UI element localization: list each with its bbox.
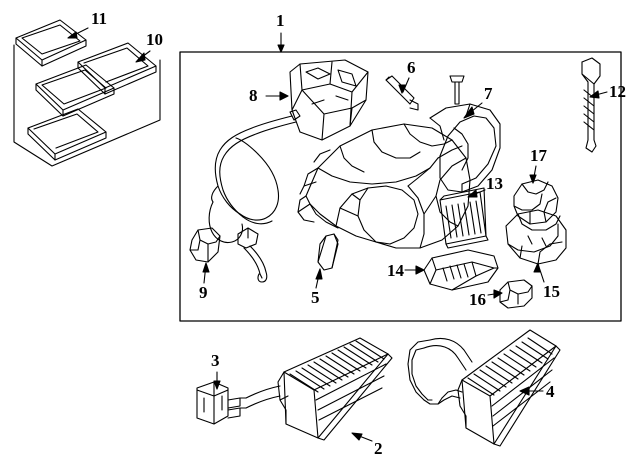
- hvac-housing-main: [297, 123, 471, 249]
- callout-7: 7: [484, 84, 493, 103]
- wiring-harness: [208, 109, 301, 244]
- callout-1: 1: [276, 11, 285, 30]
- callout-14: 14: [387, 261, 404, 280]
- part-3-expansion-valve: [196, 381, 241, 425]
- arrow-5: [315, 268, 323, 280]
- part-15-blower-motor: [505, 209, 567, 265]
- callout-3: 3: [211, 351, 220, 370]
- arrow-16: [493, 289, 503, 299]
- part-9-bracket: [189, 227, 221, 263]
- callout-9: 9: [199, 283, 208, 302]
- part-14-filter-duct: [423, 249, 499, 291]
- callout-6: 6: [407, 58, 416, 77]
- callout-11: 11: [91, 9, 108, 28]
- callout-12: 12: [609, 82, 626, 101]
- part-13-evaporator-core: [439, 187, 489, 249]
- part-12-drain-hose: [581, 57, 601, 153]
- leader-6: [402, 77, 410, 93]
- arrow-8: [279, 91, 289, 101]
- callout-5: 5: [311, 288, 320, 307]
- part-8-cover: [289, 59, 369, 141]
- assembly-outline-box: [179, 51, 622, 322]
- arrow-17: [529, 174, 537, 184]
- linkage-arm: [237, 227, 268, 283]
- part-11-filter-frame: [15, 19, 87, 67]
- arrow-10: [135, 52, 146, 63]
- part-17-blower-housing-top: [513, 179, 559, 225]
- arrow-3: [213, 380, 221, 390]
- arrow-6: [398, 84, 406, 94]
- part-4-heater-core: [407, 329, 561, 447]
- callout-4: 4: [546, 382, 555, 401]
- part-2-evaporator: [239, 337, 393, 441]
- callout-8: 8: [249, 86, 258, 105]
- arrow-12: [589, 90, 600, 99]
- arrow-11: [67, 31, 78, 39]
- part-16-actuator: [499, 279, 533, 309]
- arrow-15: [533, 262, 541, 273]
- callout-2: 2: [374, 439, 383, 458]
- part-7-rear-shell: [429, 103, 501, 193]
- arrow-13: [467, 189, 478, 198]
- arrow-2: [351, 432, 363, 441]
- part-6-fastener: [385, 75, 419, 111]
- arrow-14: [415, 265, 425, 275]
- part-10-filters: [13, 42, 161, 167]
- callout-17: 17: [530, 146, 547, 165]
- arrow-1: [277, 44, 285, 53]
- callout-10: 10: [146, 30, 163, 49]
- arrow-4: [519, 386, 530, 396]
- part-7-bolt: [449, 75, 465, 105]
- arrow-9: [202, 262, 210, 273]
- part-5-duct: [317, 233, 339, 271]
- callout-16: 16: [469, 290, 486, 309]
- callout-15: 15: [543, 282, 560, 301]
- callout-13: 13: [486, 174, 503, 193]
